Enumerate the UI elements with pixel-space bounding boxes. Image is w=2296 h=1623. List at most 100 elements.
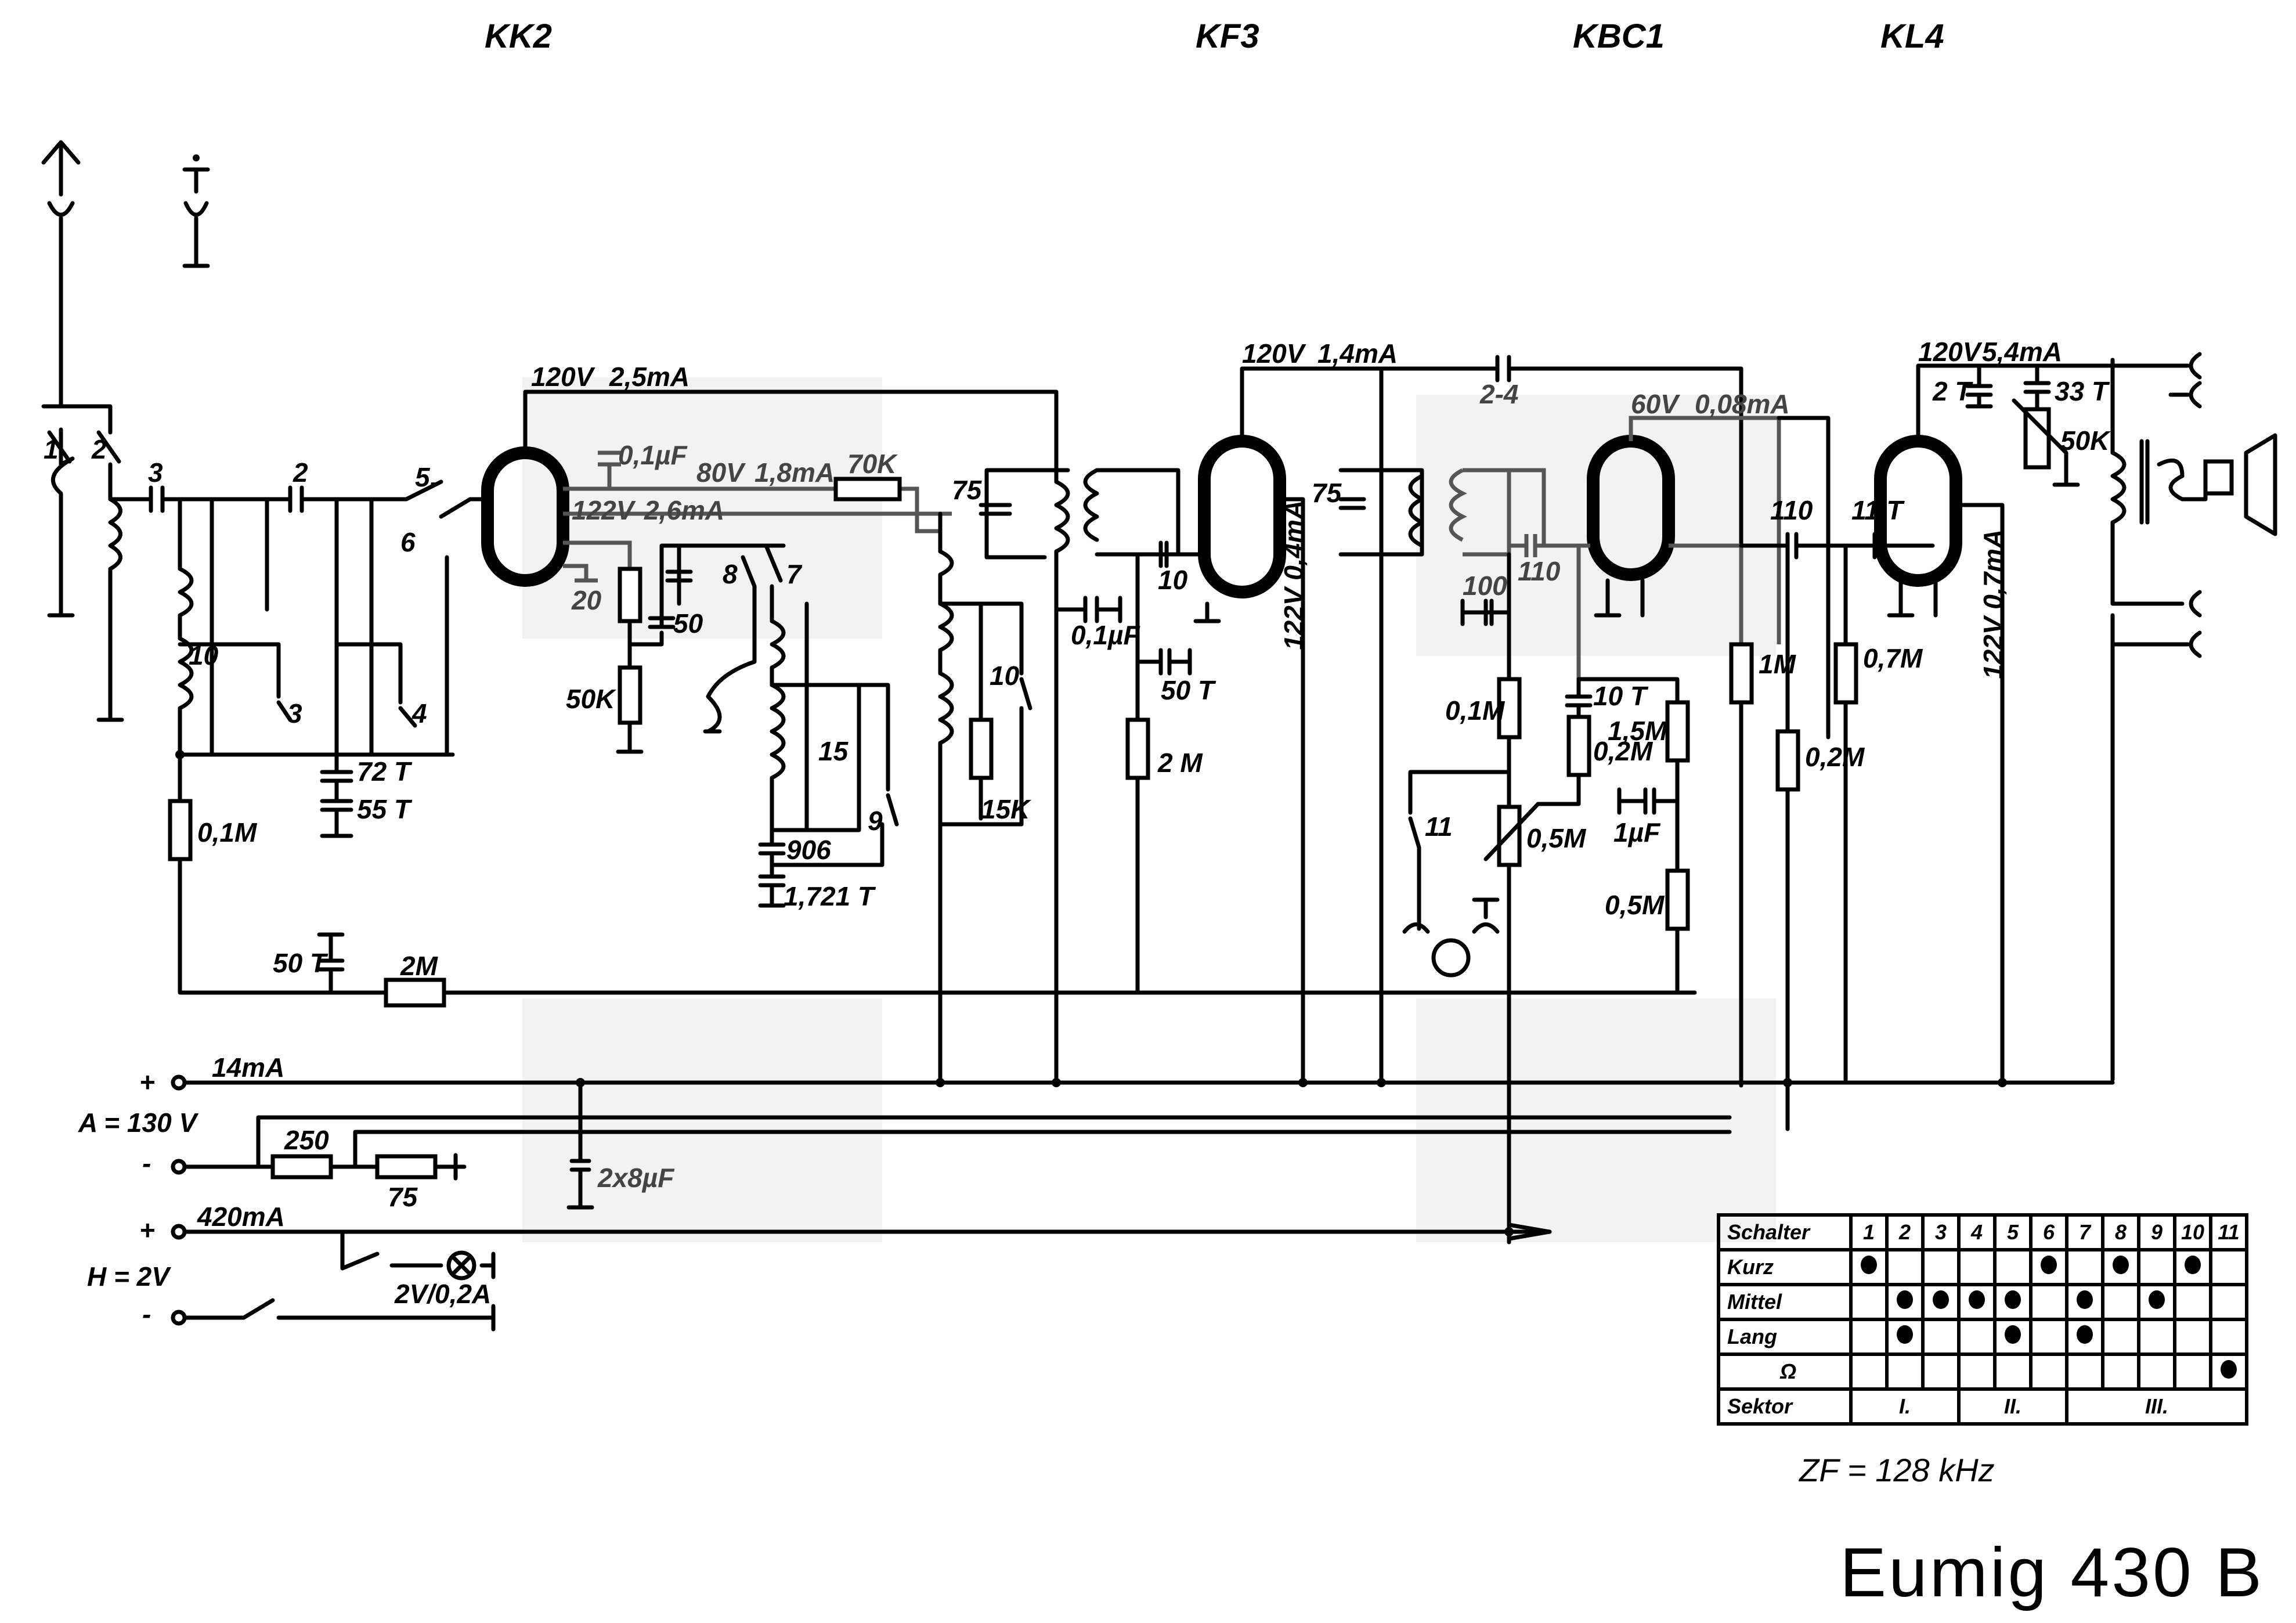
switch-cell [1957, 1283, 1997, 1321]
resistor-2m-agc [384, 978, 446, 1008]
resistor-15k [969, 717, 994, 780]
kk2-osc-current: 2,6mA [644, 495, 724, 525]
switch-table-row: Ω [1717, 1352, 2248, 1391]
resistor-07m-label: 0,7M [1863, 643, 1923, 673]
switch-cell [2173, 1283, 2212, 1321]
col-6: 6 [2029, 1213, 2068, 1251]
switch-table-row: Lang [1717, 1318, 2248, 1356]
resistor-250-label: 250 [284, 1125, 329, 1155]
cap-2-4-label: 2-4 [1479, 379, 1518, 409]
switch-on-dot [1933, 1290, 1949, 1309]
tube-name-kl4: KL4 [1880, 17, 1944, 55]
cap-50t-agc-label: 50 T [273, 948, 328, 978]
sektor-3: III. [2065, 1387, 2248, 1426]
col-1: 1 [1849, 1213, 1889, 1251]
switch-cell [1993, 1248, 2033, 1286]
resistor-75-label: 75 [388, 1182, 418, 1212]
kk2-anode-voltage: 120V [531, 362, 595, 392]
switch-cell [1957, 1352, 1997, 1391]
switch-cell [2101, 1248, 2140, 1286]
switch-table-header-row: Schalter 1 2 3 4 5 6 7 8 9 10 11 [1717, 1213, 2248, 1251]
switch-7-label: 7 [786, 559, 803, 589]
kbc1-anode-current: 0,08mA [1695, 389, 1790, 419]
resistor-2m-kf3 [1125, 717, 1150, 780]
cap-75-if2-label: 75 [1312, 478, 1342, 508]
switch-table-row: Kurz [1717, 1248, 2248, 1286]
switch-cell [2209, 1352, 2248, 1391]
switch-cell [1921, 1318, 1961, 1356]
kbc1-anode-voltage: 60V [1631, 389, 1680, 419]
switch-on-dot [1897, 1290, 1913, 1309]
cap-2-label: 2 [293, 457, 308, 488]
resistor-1m-label: 1M [1759, 649, 1797, 679]
col-7: 7 [2065, 1213, 2104, 1251]
switch-on-dot [2113, 1256, 2129, 1274]
resistor-75 [375, 1154, 438, 1180]
cap-filter-label: 2x8µF [597, 1163, 675, 1193]
switch-on-dot [1897, 1325, 1913, 1344]
cap-55t-label: 55 T [357, 794, 413, 824]
resistor-1m [1729, 642, 1754, 705]
kk2-anode-current: 2,5mA [609, 362, 689, 392]
h-voltage-label: H = 2V [87, 1261, 171, 1292]
cap-2t-label: 2 T [1932, 376, 1973, 406]
h-minus-sign: - [142, 1299, 151, 1329]
switch-cell [1921, 1352, 1961, 1391]
tube-name-kf3: KF3 [1196, 17, 1259, 55]
col-5: 5 [1993, 1213, 2033, 1251]
cap-1uf-label: 1µF [1613, 817, 1661, 847]
kl4-anode-current: 5,4mA [1982, 337, 2062, 367]
resistor-2m-agc-label: 2M [400, 951, 439, 981]
switch-on-dot [2149, 1290, 2165, 1309]
cap-110-det-label: 110 [1518, 556, 1561, 586]
resistor-70k [833, 477, 902, 502]
switch-cell [2173, 1318, 2212, 1356]
switch-cell [2209, 1248, 2248, 1286]
tube-name-kbc1: KBC1 [1573, 17, 1665, 55]
row-label: Mittel [1717, 1283, 1853, 1321]
resistor-2m-kf3-label: 2 M [1157, 748, 1203, 778]
cap-20-label: 20 [571, 585, 602, 615]
speaker-icon [2203, 433, 2277, 536]
cap-72t-label: 72 T [357, 756, 413, 787]
cap-75-if1-label: 75 [952, 475, 983, 505]
switch-cell [1885, 1283, 1925, 1321]
pilot-lamp-icon [446, 1250, 476, 1281]
switch-cell [2029, 1318, 2068, 1356]
potentiometer-50k[interactable] [2023, 407, 2051, 470]
switch-on-dot [2221, 1360, 2237, 1379]
switch-cell [1885, 1248, 1925, 1286]
earth-socket-icon [182, 154, 210, 268]
switch-5-label: 5. [415, 462, 437, 492]
loudspeaker-sockets [2110, 352, 2202, 658]
switch-cell [2065, 1352, 2104, 1391]
antenna-icon [41, 140, 81, 403]
resistor-01m-input [168, 799, 193, 861]
switch-cell [2137, 1248, 2176, 1286]
kf3-anode-voltage: 120V [1242, 338, 1306, 369]
col-8: 8 [2101, 1213, 2140, 1251]
kl4-screen-label: 122V 0,7mA [1978, 529, 2008, 679]
switch-cell [2029, 1283, 2068, 1321]
cap-50t-kf3-label: 50 T [1161, 675, 1216, 705]
switch-on-dot [1969, 1290, 1985, 1309]
switch-4-label: 4 [411, 698, 427, 728]
switch-cell [1849, 1248, 1889, 1286]
resistor-70k-label: 70K [847, 449, 898, 479]
kl4-anode-voltage: 120V [1918, 337, 1983, 367]
a-plus-current: 14mA [212, 1052, 284, 1083]
potentiometer-05m-label: 0,5M [1526, 823, 1587, 853]
switch-cell [2029, 1352, 2068, 1391]
switch-on-dot [2077, 1290, 2093, 1309]
switch-6-label: 6 [400, 527, 416, 557]
switch-cell [2029, 1248, 2068, 1286]
col-10: 10 [2173, 1213, 2212, 1251]
switch-cell [2173, 1248, 2212, 1286]
switch-cell [2065, 1248, 2104, 1286]
resistor-02m-out [1775, 729, 1800, 792]
row-label: Kurz [1717, 1248, 1853, 1286]
switch-cell [2101, 1352, 2140, 1391]
